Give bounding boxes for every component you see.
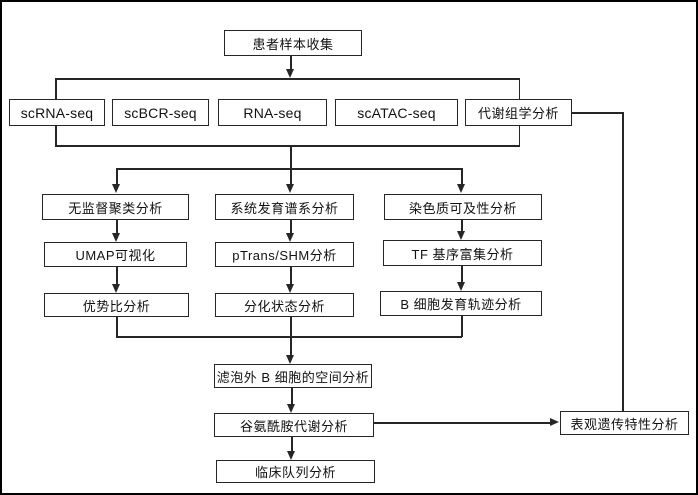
arrowhead-icon <box>286 284 294 293</box>
arrowhead-icon <box>287 404 295 413</box>
arrowhead-icon <box>286 355 294 364</box>
arrowhead-icon <box>112 284 120 293</box>
node-differentiation-state: 分化状态分析 <box>215 293 354 317</box>
connector <box>291 388 293 406</box>
node-odds-ratio-analysis: 优势比分析 <box>44 293 189 317</box>
connector <box>116 336 462 338</box>
connector <box>290 145 292 187</box>
arrowhead-icon <box>286 233 294 242</box>
connector <box>461 266 463 284</box>
node-glutamine-metabolism: 谷氨酰胺代谢分析 <box>214 413 374 437</box>
connector <box>290 54 292 74</box>
connector <box>572 112 623 114</box>
node-epigenetic-characteristics: 表观遗传特性分析 <box>560 411 689 435</box>
connector <box>461 220 463 234</box>
node-unsupervised-clustering: 无监督聚类分析 <box>42 194 189 220</box>
arrowhead-icon <box>550 418 559 426</box>
connector <box>116 168 462 170</box>
node-phylogenetic-lineage: 系统发育谱系分析 <box>215 194 354 220</box>
connector <box>374 422 551 424</box>
arrowhead-icon <box>457 282 465 291</box>
connector <box>291 437 293 453</box>
node-clinical-cohort-analysis: 临床队列分析 <box>216 460 375 483</box>
connector <box>290 267 292 287</box>
connector <box>116 168 118 187</box>
arrowhead-icon <box>286 69 294 78</box>
node-scbcr-seq: scBCR-seq <box>112 99 209 126</box>
node-bcell-developmental-trajectory: B 细胞发育轨迹分析 <box>380 291 542 316</box>
connector <box>290 317 292 358</box>
arrowhead-icon <box>457 231 465 240</box>
arrowhead-icon <box>457 184 465 193</box>
connector <box>461 168 463 187</box>
node-scatac-seq: scATAC-seq <box>335 99 458 126</box>
arrowhead-icon <box>287 451 295 460</box>
node-metabolomics-analysis: 代谢组学分析 <box>465 99 572 126</box>
connector <box>116 317 118 337</box>
arrowhead-icon <box>286 184 294 193</box>
connector <box>290 220 292 236</box>
connector <box>461 316 463 337</box>
connector <box>55 78 520 80</box>
arrowhead-icon <box>112 184 120 193</box>
connector <box>55 145 520 147</box>
node-tf-motif-enrichment: TF 基序富集分析 <box>383 240 542 266</box>
node-patient-sample-collection: 患者样本收集 <box>224 30 362 56</box>
node-extrafollicular-bcell-spatial: 滤泡外 B 细胞的空间分析 <box>214 364 372 388</box>
node-ptrans-shm-analysis: pTrans/SHM分析 <box>215 242 354 267</box>
connector <box>622 112 624 411</box>
connector <box>116 220 118 236</box>
node-scrna-seq: scRNA-seq <box>9 99 105 126</box>
node-chromatin-accessibility: 染色质可及性分析 <box>384 194 542 220</box>
connector <box>116 267 118 287</box>
node-umap-visualization: UMAP可视化 <box>44 242 187 267</box>
arrowhead-icon <box>112 233 120 242</box>
node-rna-seq: RNA-seq <box>218 99 327 126</box>
